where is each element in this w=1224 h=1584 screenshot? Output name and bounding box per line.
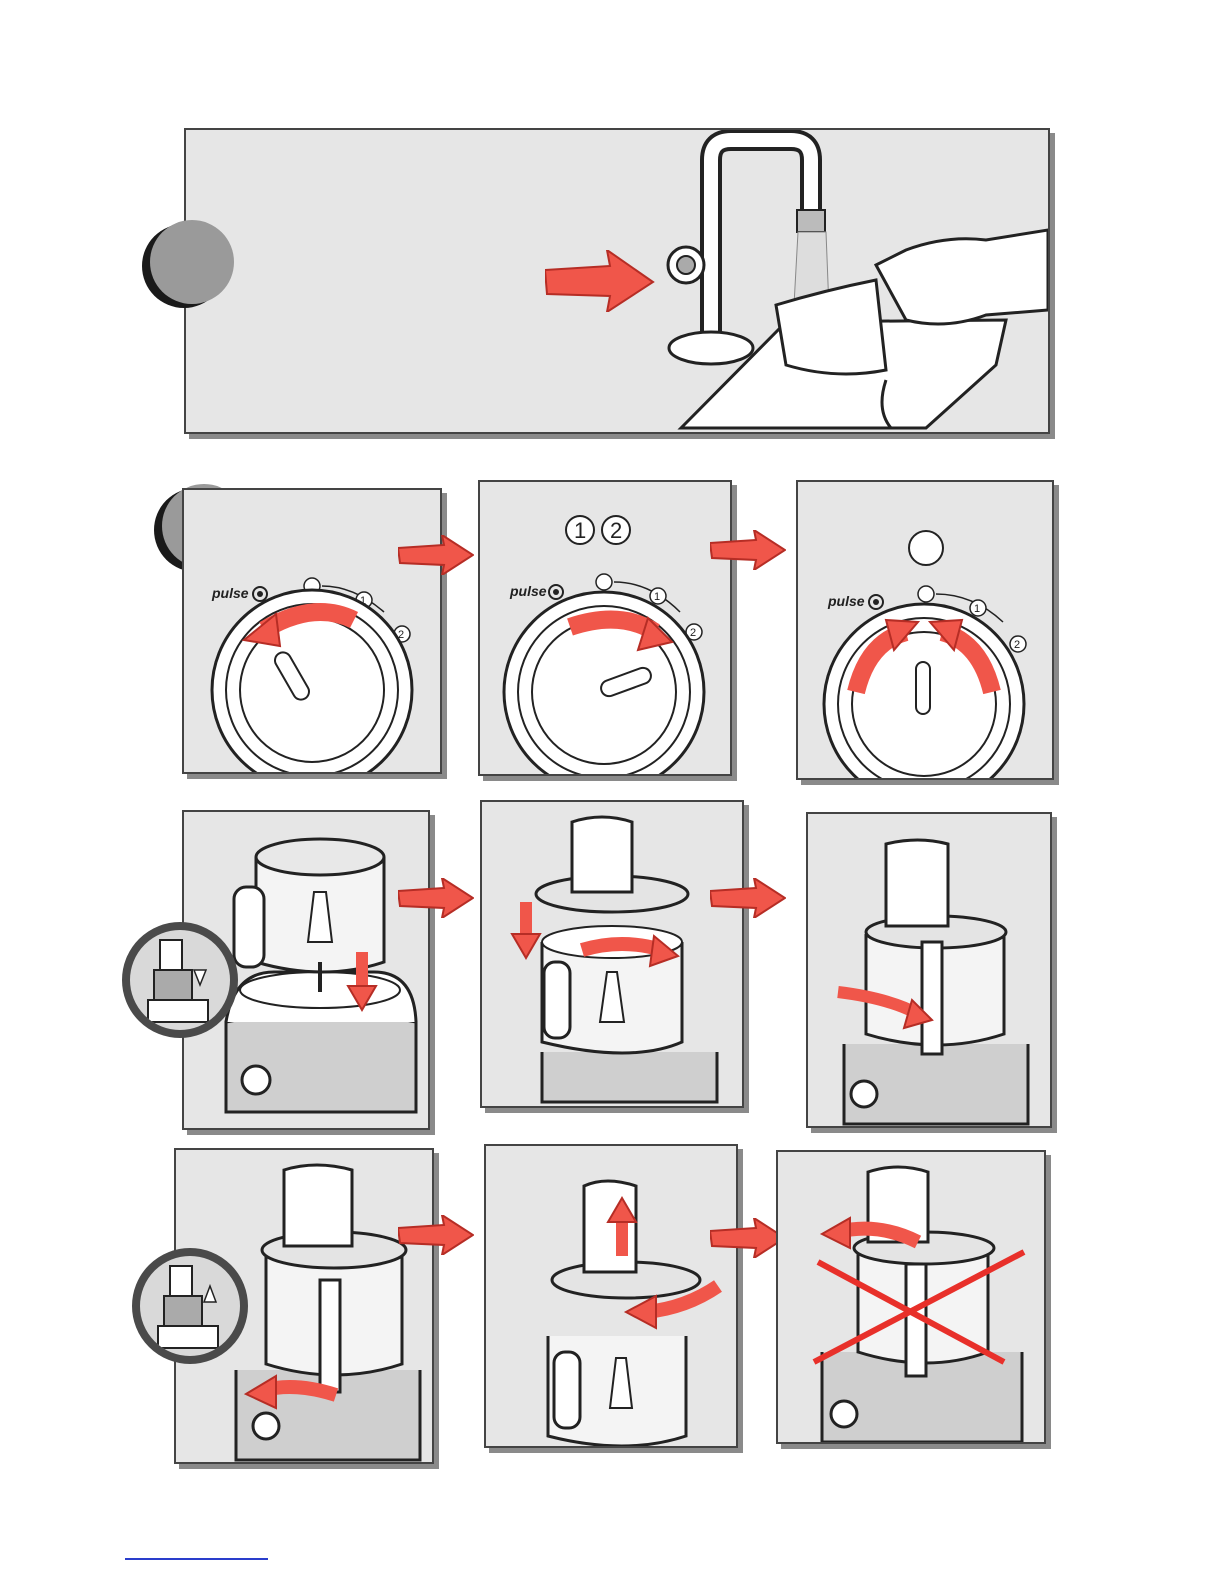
- inset-unlock-icon: [132, 1248, 248, 1364]
- speed-dial-icon: pulse 1 2: [184, 490, 440, 772]
- assembly-panel-locked: [806, 812, 1052, 1128]
- dial-pulse-label: pulse: [827, 593, 865, 609]
- dial-pos-2: 2: [1014, 639, 1020, 651]
- food-processor-icon: [482, 802, 742, 1106]
- dial-pos-2: 2: [690, 627, 696, 639]
- food-processor-icon: [486, 1146, 736, 1446]
- food-processor-icon: [808, 814, 1050, 1126]
- arrow-right-icon: [710, 1218, 786, 1258]
- dial-panel-speed: 1 2 pulse 1 2: [478, 480, 732, 776]
- assembly-panel-lid: [480, 800, 744, 1108]
- dial-panel-pulse: pulse 1 2: [182, 488, 442, 774]
- dial-panel-off: pulse 1 2: [796, 480, 1054, 780]
- disassembly-panel-warning: [776, 1150, 1046, 1444]
- dial-pulse-label: pulse: [509, 583, 547, 599]
- arrow-right-icon: [710, 878, 786, 918]
- speed-num-2: 2: [610, 518, 622, 543]
- step-marker-1: [150, 220, 234, 304]
- speed-dial-icon: 1 2 pulse 1 2: [480, 482, 730, 774]
- arrow-right-icon: [545, 250, 655, 312]
- dial-pos-1: 1: [974, 603, 980, 615]
- arrow-right-icon: [398, 878, 474, 918]
- disassembly-panel-remove: [484, 1144, 738, 1448]
- arrow-right-icon: [398, 535, 474, 575]
- arrow-right-icon: [710, 530, 786, 570]
- dial-pos-1: 1: [654, 591, 660, 603]
- arrow-right-icon: [398, 1215, 474, 1255]
- footer-rule: [125, 1558, 268, 1560]
- inset-lock-icon: [122, 922, 238, 1038]
- food-processor-icon: [778, 1152, 1044, 1442]
- dial-pulse-label: pulse: [211, 585, 249, 601]
- speed-num-1: 1: [574, 518, 586, 543]
- hand-wash-icon: [876, 230, 1048, 324]
- speed-dial-icon: pulse 1 2: [798, 482, 1052, 778]
